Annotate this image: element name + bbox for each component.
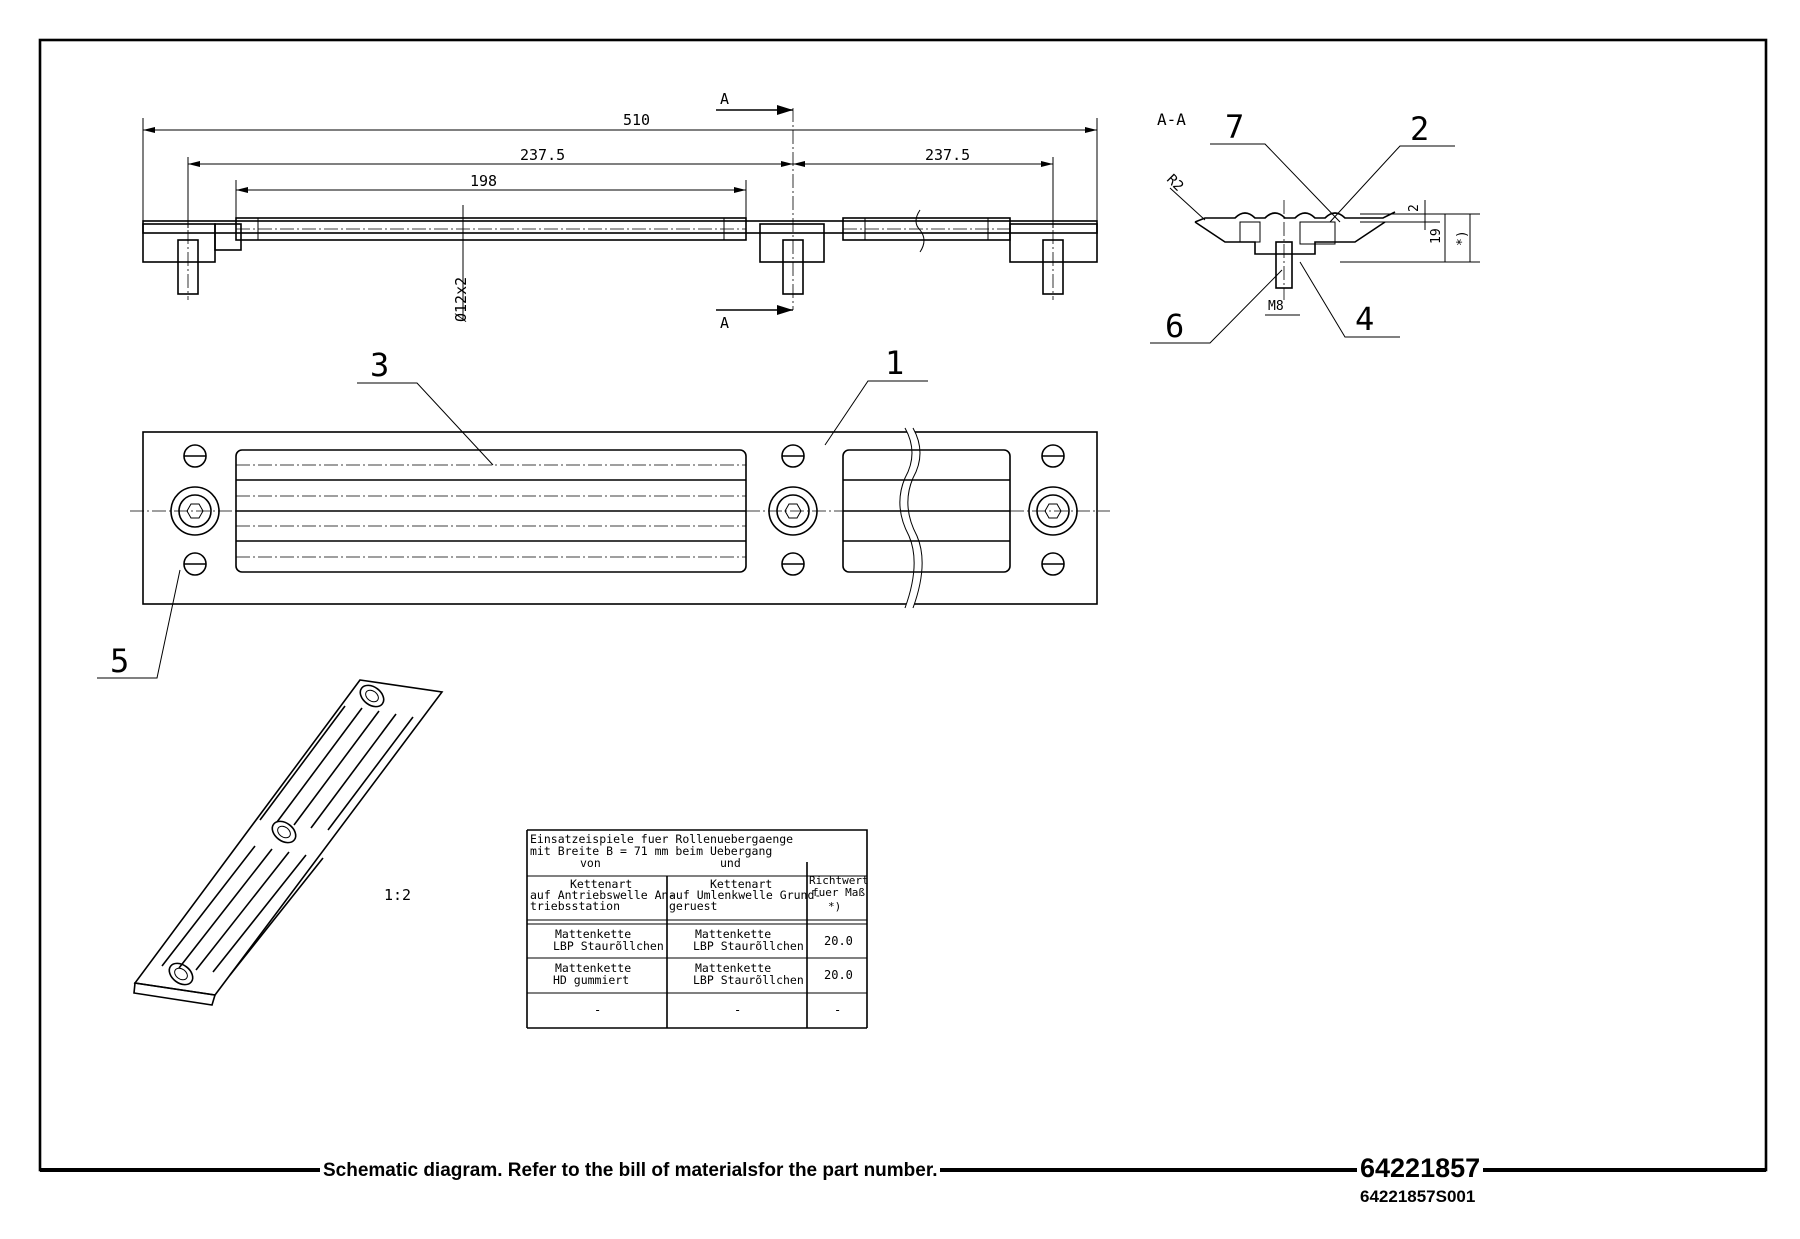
- fastener-right: [1028, 444, 1078, 576]
- row3-col1: -: [594, 1003, 601, 1017]
- front-view: 510 237.5 237.5 198 Ø12x2: [142, 90, 1098, 332]
- dim-star-label: *): [1455, 230, 1470, 246]
- header-col2-line3: geruest: [669, 899, 717, 913]
- row2-col1-a: Mattenkette: [555, 961, 631, 975]
- tube-diameter-label: Ø12x2: [452, 277, 470, 322]
- part-label-2: 2: [1410, 110, 1429, 148]
- part-label-6: 6: [1165, 307, 1184, 345]
- row1-col1-a: Mattenkette: [555, 927, 631, 941]
- dim-198-label: 198: [470, 172, 497, 190]
- section-marker-bottom: A: [716, 305, 793, 332]
- row1-col2-b: LBP Staurõllchen: [693, 939, 804, 953]
- part-number: 64221857: [1357, 1153, 1484, 1184]
- usage-table: Einsatzeispiele fuer Rollenuebergaenge m…: [526, 829, 869, 1029]
- sheet-number: 64221857S001: [1360, 1187, 1476, 1207]
- dim-237-left-label: 237.5: [520, 146, 565, 164]
- header-col3-line3: *): [828, 900, 841, 913]
- part-label-7: 7: [1225, 108, 1244, 146]
- fastener-center: [768, 444, 818, 576]
- dim-19-label: 19: [1429, 228, 1444, 244]
- dim-198: [236, 187, 746, 193]
- row3-col2: -: [734, 1003, 741, 1017]
- header-col2-line2: auf Umlenkwelle Grund-: [669, 888, 821, 902]
- row1-col1-b: LBP Staurõllchen: [553, 939, 664, 953]
- header-col3-line2: fuer Maß: [812, 886, 865, 899]
- radius-label: R2: [1163, 172, 1186, 195]
- table-title-line-1: Einsatzeispiele fuer Rollenuebergaenge: [530, 832, 793, 846]
- plan-view: 3 1 5: [97, 344, 1110, 680]
- header-col2-line1: Kettenart: [710, 877, 772, 891]
- thread-label: M8: [1268, 299, 1284, 314]
- dim-510-label: 510: [623, 111, 650, 129]
- row2-value: 20.0: [824, 968, 853, 982]
- section-title: A-A: [1157, 110, 1186, 129]
- svg-text:A: A: [720, 90, 729, 108]
- row1-value: 20.0: [824, 934, 853, 948]
- footer-note: Schematic diagram. Refer to the bill of …: [320, 1160, 941, 1182]
- dim-237-right: [793, 161, 1053, 167]
- dim-510: [143, 127, 1097, 133]
- row2-col2-a: Mattenkette: [695, 961, 771, 975]
- svg-text:A: A: [720, 314, 729, 332]
- row2-col2-b: LBP Staurõllchen: [693, 973, 804, 987]
- section-view-a-a: A-A R2 2 19 *) M8 7 2 6 4: [1150, 108, 1480, 345]
- header-col3-line1: Richtwert: [809, 874, 869, 887]
- isometric-view: 1:2: [133, 679, 444, 1006]
- sheet-border: [38, 38, 1768, 1172]
- table-title-line-3: von: [580, 856, 601, 870]
- part-label-4: 4: [1355, 300, 1374, 338]
- header-col1-line1: Kettenart: [570, 877, 632, 891]
- part-label-1: 1: [885, 344, 904, 382]
- dim-2-label: 2: [1407, 204, 1422, 212]
- row3-value: -: [834, 1003, 841, 1017]
- header-col1-line2: auf Antriebswelle An-: [530, 888, 675, 902]
- dim-237-left: [188, 161, 793, 167]
- fastener-left: [170, 444, 220, 576]
- part-label-3: 3: [370, 346, 389, 384]
- scale-label: 1:2: [384, 886, 411, 904]
- table-title-line-4: und: [720, 856, 741, 870]
- section-marker-top: A: [716, 90, 793, 115]
- header-col1-line3: triebsstation: [530, 899, 620, 913]
- dim-237-right-label: 237.5: [925, 146, 970, 164]
- table-title-line-2: mit Breite B = 71 mm beim Uebergang: [530, 844, 772, 858]
- row2-col1-b: HD gummiert: [553, 973, 629, 987]
- part-label-5: 5: [110, 642, 129, 680]
- row1-col2-a: Mattenkette: [695, 927, 771, 941]
